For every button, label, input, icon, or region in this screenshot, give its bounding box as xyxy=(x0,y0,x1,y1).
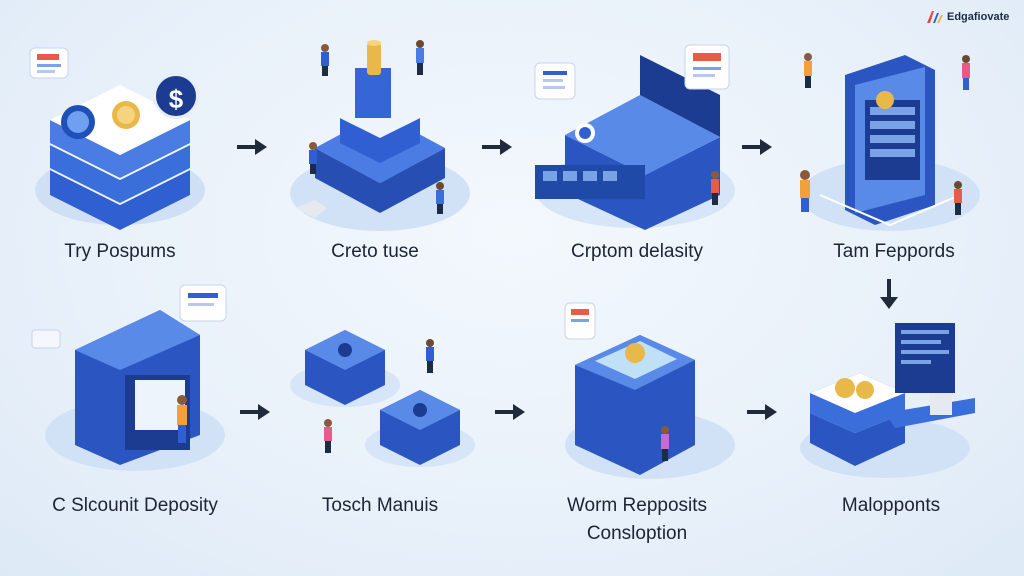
arrow-right-icon xyxy=(240,404,270,420)
step-5-label-prefix: C xyxy=(52,495,66,516)
step-6-label: Tosch Manuis xyxy=(321,495,439,516)
arrow-right-icon xyxy=(482,139,512,155)
person-figure xyxy=(309,142,317,174)
person-figure xyxy=(324,419,332,453)
dollar-coin-icon: $ xyxy=(153,73,199,119)
step-2-label: Creto tuse xyxy=(331,241,419,262)
step-5-label: C Slcounit Deposity xyxy=(20,492,250,520)
arrow-right-icon xyxy=(495,404,525,420)
person-figure xyxy=(954,181,962,215)
step-4-label: Tam Feppords xyxy=(833,241,955,262)
arrow-down-icon xyxy=(880,279,898,309)
person-figure xyxy=(962,55,970,90)
person-figure xyxy=(321,44,329,76)
step-1-illustration xyxy=(29,47,205,230)
arrow-right-icon xyxy=(742,139,772,155)
person-figure xyxy=(177,395,187,443)
step-3-label: Crptom delasity xyxy=(571,241,703,262)
person-figure xyxy=(436,182,444,214)
step-6-illustration xyxy=(290,330,475,467)
person-figure xyxy=(711,171,719,205)
step-5-label-text: Slcounit Deposity xyxy=(71,495,218,516)
brand-logo: Edgafiovate xyxy=(926,10,1009,24)
arrow-right-icon xyxy=(237,139,267,155)
brand-logo-icon xyxy=(927,11,943,23)
person-figure xyxy=(800,170,810,212)
step-4-illustration xyxy=(800,53,980,231)
person-figure xyxy=(804,53,812,88)
step-1-label: Try Pospums xyxy=(64,241,176,262)
dollar-sign: $ xyxy=(168,84,184,114)
step-3-illustration xyxy=(534,44,735,230)
person-figure xyxy=(426,339,434,373)
person-figure xyxy=(661,426,669,461)
person-figure xyxy=(416,40,424,75)
step-8-illustration xyxy=(800,323,975,478)
step-2-illustration xyxy=(290,40,470,231)
step-5-illustration xyxy=(31,284,227,471)
arrow-right-icon xyxy=(747,404,777,420)
step-8-label: Malopponts xyxy=(841,495,941,516)
step-7-illustration xyxy=(564,302,735,479)
brand-name: Edgafiovate xyxy=(947,11,1010,23)
